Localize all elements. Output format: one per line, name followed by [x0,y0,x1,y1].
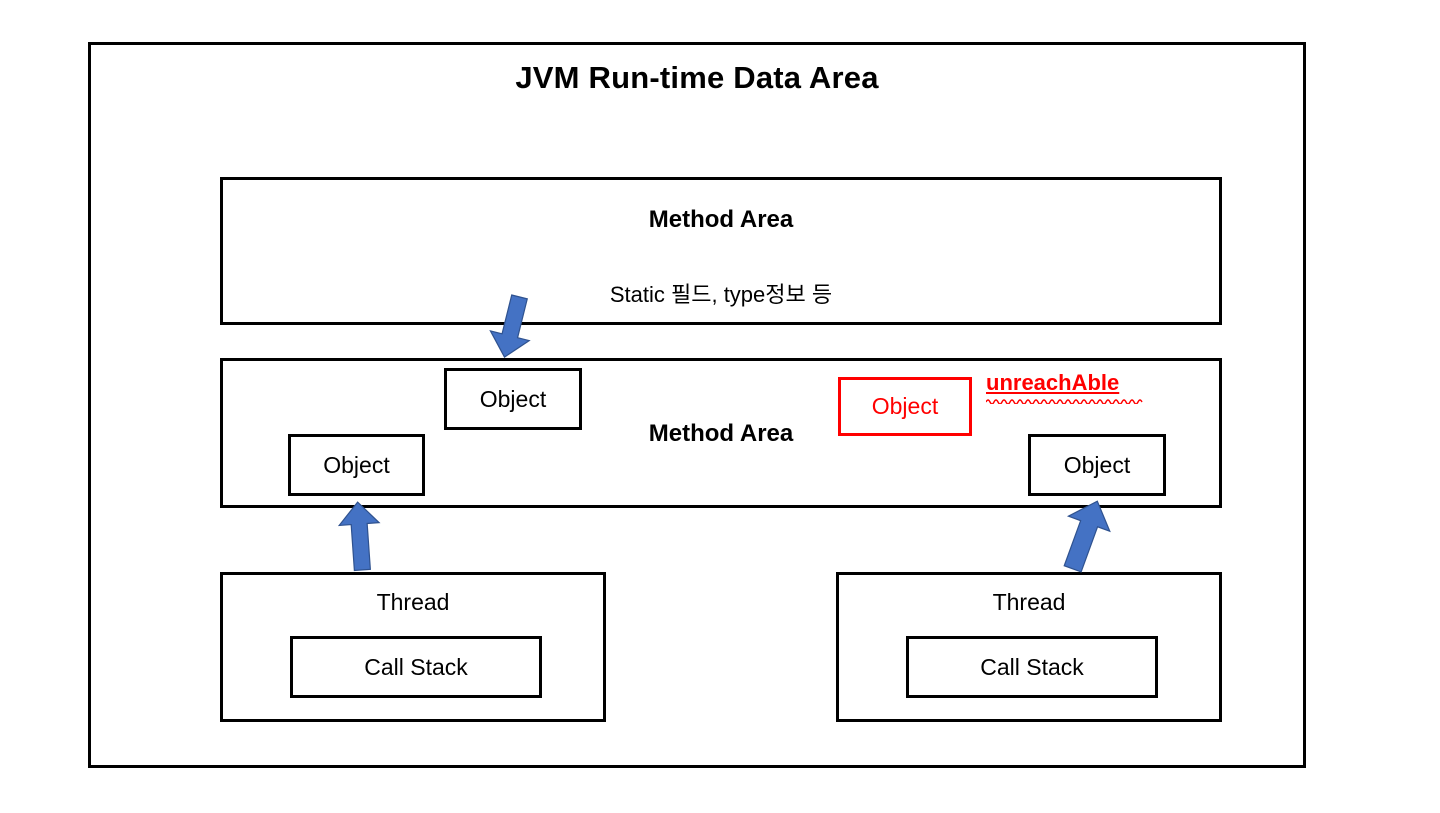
arrow-down-icon [489,294,531,358]
method-area-sublabel: Static 필드, type정보 등 [609,282,833,307]
thread-label-right: Thread [992,589,1066,615]
object-box-left: Object [288,434,425,496]
thread-box-right: Thread Call Stack [836,572,1222,722]
arrow-up-icon-left [337,501,381,572]
method-area-label: Method Area [648,206,794,233]
diagram-title: JVM Run-time Data Area [515,60,879,95]
arrow-up-icon-right [1063,500,1111,573]
object-box-top: Object [444,368,582,430]
method-area-region: Method Area Static 필드, type정보 등 [220,177,1222,325]
object-box-right: Object [1028,434,1166,496]
thread-label-left: Thread [376,589,450,615]
unreachable-annotation: unreachAble [986,370,1120,395]
jvm-runtime-data-area-frame [88,42,1306,768]
call-stack-box-left: Call Stack [290,636,542,698]
heap-region-label: Method Area [648,420,794,447]
heap-region [220,358,1222,508]
spellcheck-squiggle-icon [986,399,1143,404]
object-box-unreachable: Object [838,377,972,436]
thread-box-left: Thread Call Stack [220,572,606,722]
call-stack-box-right: Call Stack [906,636,1158,698]
